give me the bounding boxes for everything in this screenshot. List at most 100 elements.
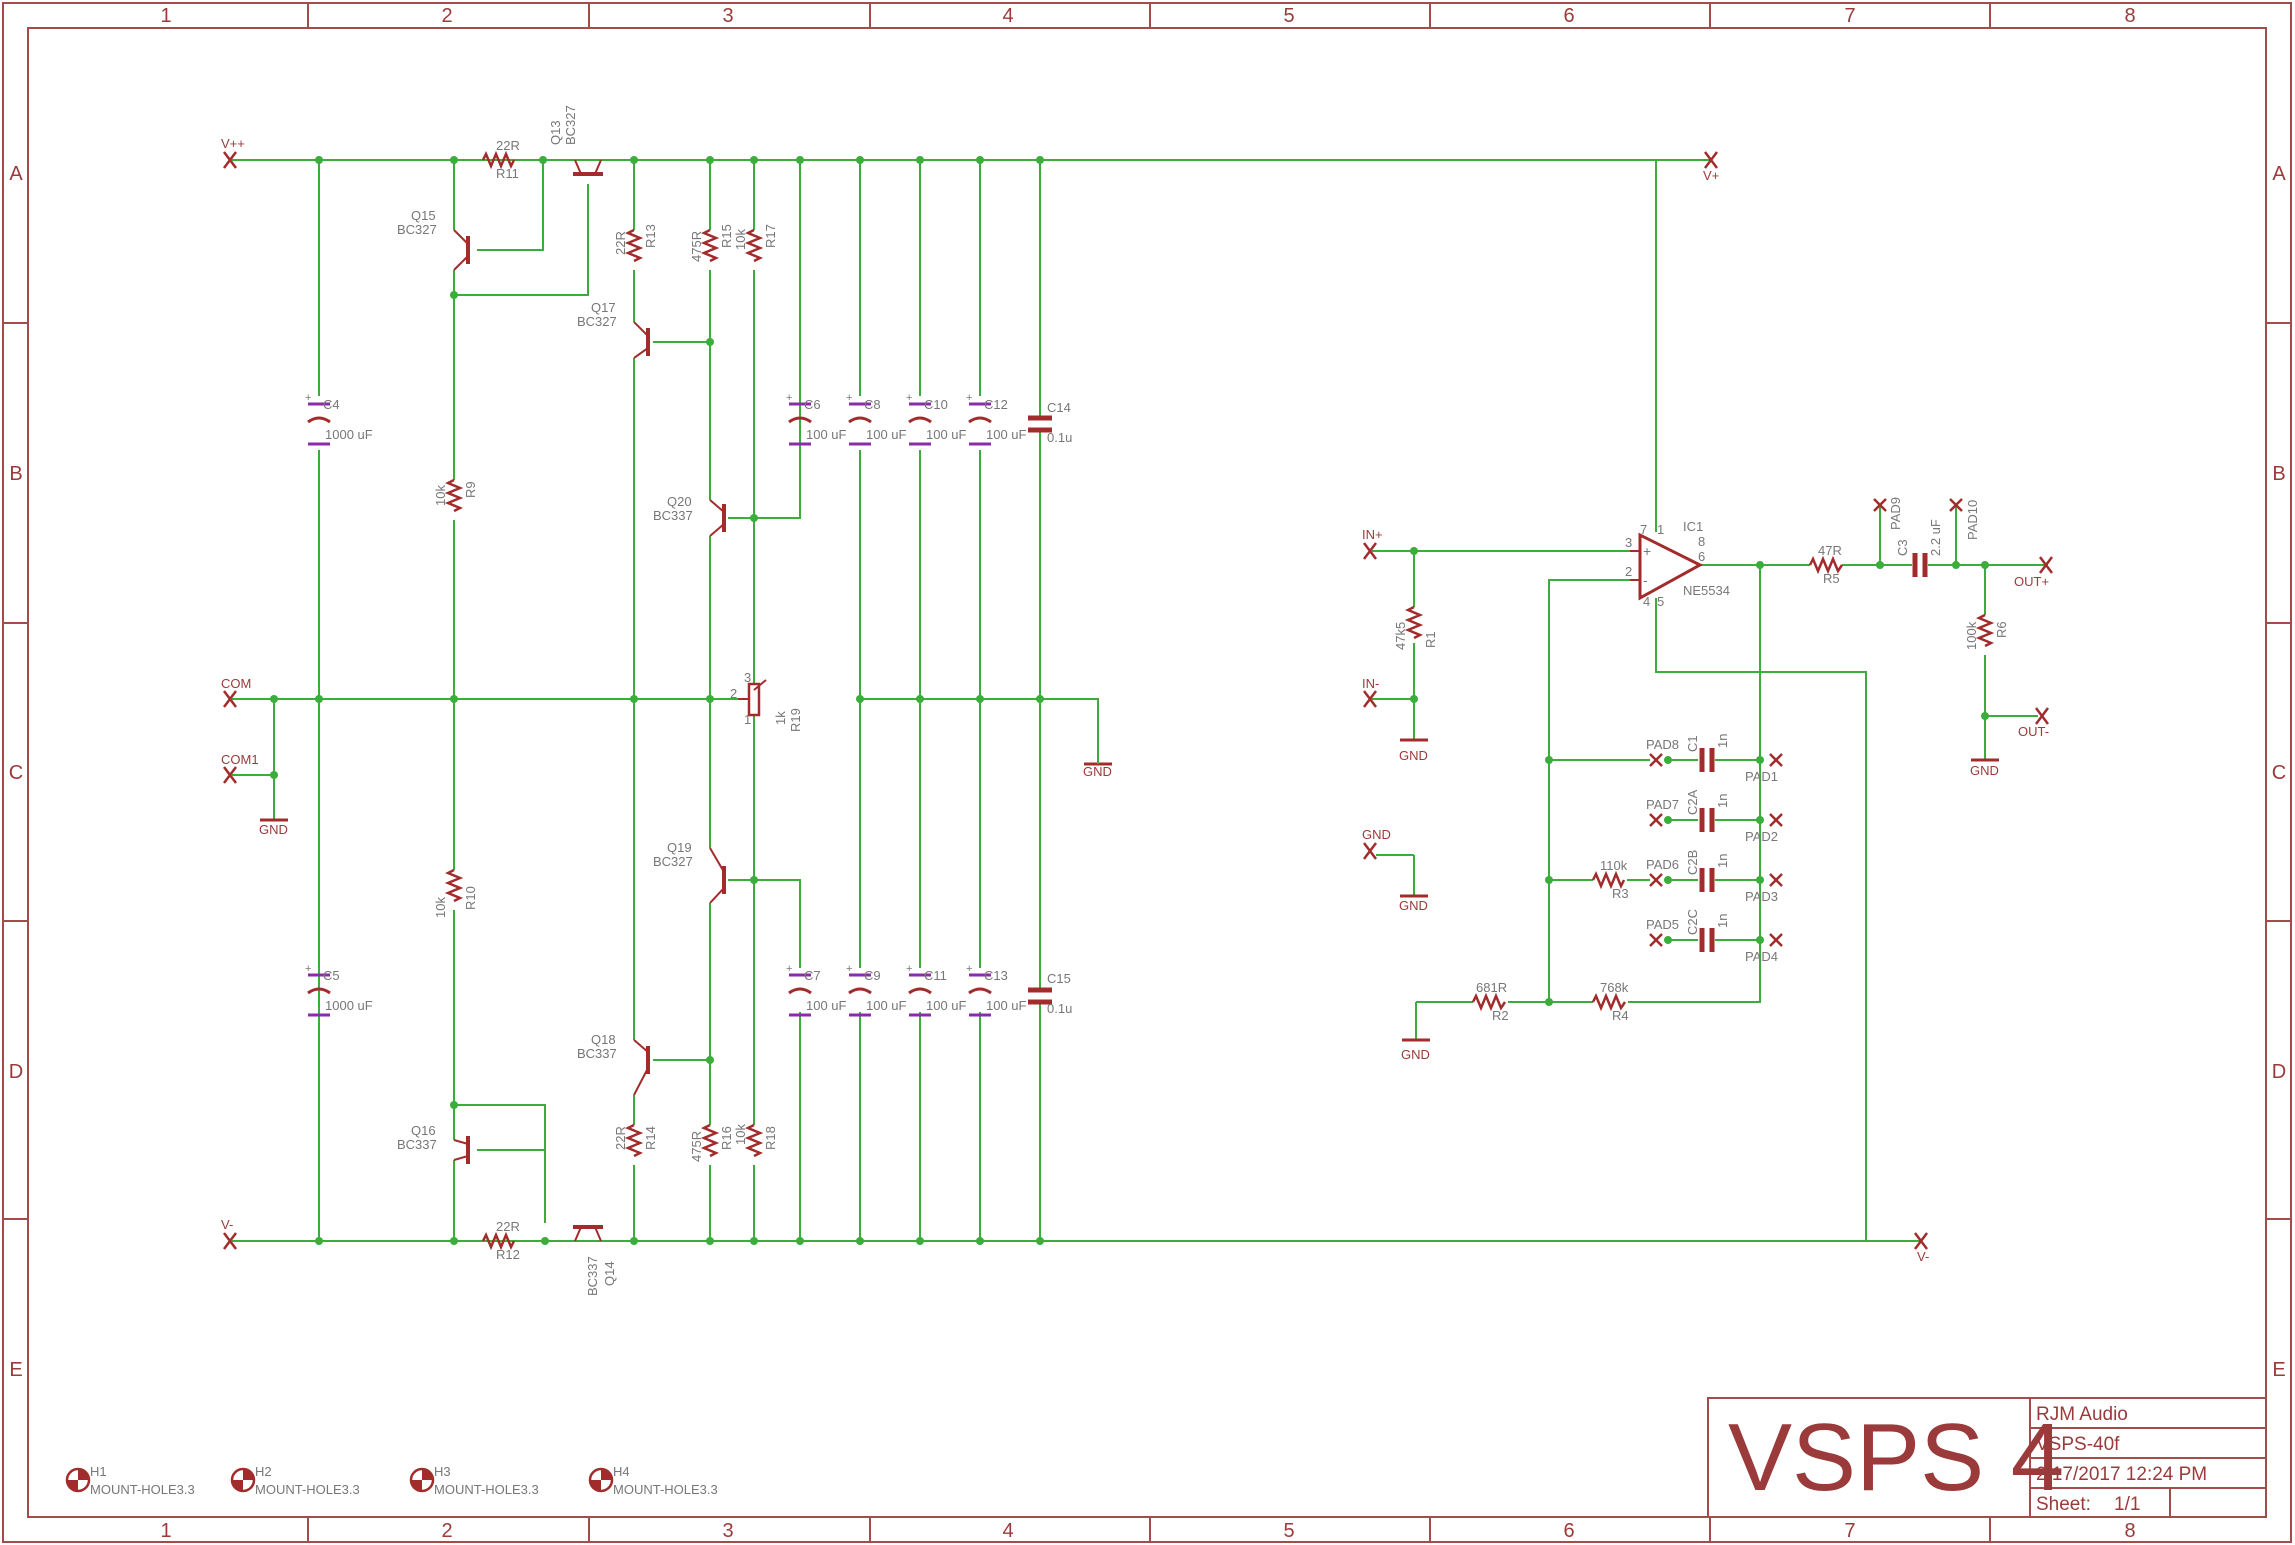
pad10-label: PAD10 xyxy=(1965,500,1980,540)
terminal-com: COM xyxy=(221,676,251,708)
pad6-label: PAD6 xyxy=(1646,857,1679,872)
pad2-label: PAD2 xyxy=(1745,829,1778,844)
r9-ref: R9 xyxy=(463,481,478,498)
r18-value: 10k xyxy=(733,1124,748,1145)
gnd-label-6: GND xyxy=(1970,763,1999,778)
mount-hole-ref: H2 xyxy=(255,1464,272,1479)
zone-col-2-bottom: 2 xyxy=(441,1520,452,1542)
q19-val: BC327 xyxy=(653,854,693,869)
r1-value: 47k5 xyxy=(1393,622,1408,650)
company-text: RJM Audio xyxy=(2036,1404,2128,1425)
mount-hole-value: MOUNT-HOLE3.3 xyxy=(255,1482,360,1497)
gnd-symbol-com1: GND xyxy=(259,818,288,837)
r4-ref: R4 xyxy=(1612,1008,1629,1023)
c8-ref: C8 xyxy=(864,397,881,412)
r14-ref: R14 xyxy=(643,1126,658,1150)
c7-polarity-mark: + xyxy=(786,963,792,975)
capacitor-c2a: C2A 1n xyxy=(1685,789,1730,832)
c5-ref: C5 xyxy=(323,968,340,983)
c2b-val: 1n xyxy=(1715,854,1730,868)
net-label-out-minus: OUT- xyxy=(2018,724,2049,739)
c10-ref: C10 xyxy=(924,397,948,412)
pad8-label: PAD8 xyxy=(1646,737,1679,752)
terminal-com1: COM1 xyxy=(221,752,259,784)
c4-polarity-mark: + xyxy=(305,392,311,404)
zone-row-c: C xyxy=(9,762,23,784)
terminal-in-plus: IN+ xyxy=(1362,527,1383,560)
terminal-vp: V+ xyxy=(1703,151,1719,183)
ic1-pin7: 7 xyxy=(1640,522,1647,537)
gnd-label-1: GND xyxy=(259,822,288,837)
c14-ref: C14 xyxy=(1047,400,1071,415)
c7-val: 100 uF xyxy=(806,998,847,1013)
capacitor-c3: C3 2.2 uF xyxy=(1895,519,1943,577)
ic1-pin3: 3 xyxy=(1625,535,1632,550)
zone-col-1-bottom: 1 xyxy=(160,1520,171,1542)
c9-ref: C9 xyxy=(864,968,881,983)
transistor-q20: Q20 BC337 xyxy=(653,494,726,537)
zone-col-2: 2 xyxy=(441,5,452,27)
terminal-vm-right: V- xyxy=(1914,1232,1929,1264)
c13-val: 100 uF xyxy=(986,998,1027,1013)
capacitor-c15: C15 0.1u xyxy=(1028,971,1072,1016)
pad9-label: PAD9 xyxy=(1888,497,1903,530)
junctions xyxy=(270,156,1989,1245)
transistor-q13: Q13 BC327 xyxy=(548,105,603,176)
c12-polarity-mark: + xyxy=(966,392,972,404)
pad5-label: PAD5 xyxy=(1646,917,1679,932)
zone-col-6: 6 xyxy=(1563,5,1574,27)
part-number-text: VSPS-40f xyxy=(2036,1434,2120,1455)
transistor-q15: Q15 BC327 xyxy=(397,208,470,271)
r16-value: 475R xyxy=(689,1131,704,1162)
terminal-out-minus: OUT- xyxy=(2018,707,2049,739)
zone-col-8-bottom: 8 xyxy=(2124,1520,2135,1542)
mount-holes: H1MOUNT-HOLE3.3H2MOUNT-HOLE3.3H3MOUNT-HO… xyxy=(65,1464,718,1497)
terminal-out-plus: OUT+ xyxy=(2014,556,2053,589)
ic1-pin5: 5 xyxy=(1657,594,1664,609)
ic1-val: NE5534 xyxy=(1683,583,1730,598)
net-label-in-minus: IN- xyxy=(1362,676,1379,691)
opamp-ic1: + - 3 2 7 1 8 6 4 5 IC1 NE5534 xyxy=(1625,519,1730,609)
zone-col-3: 3 xyxy=(722,5,733,27)
c10-polarity-mark: + xyxy=(906,392,912,404)
q17-ref: Q17 xyxy=(591,300,616,315)
zone-row-e: E xyxy=(9,1359,22,1381)
resistor-r13: 22R R13 xyxy=(613,224,658,263)
pad-10: PAD10 xyxy=(1949,498,1980,540)
r9-value: 10k xyxy=(433,485,448,506)
q13-ref: Q13 xyxy=(548,120,563,145)
ic1-pin2: 2 xyxy=(1625,564,1632,579)
net-label-vpp: V++ xyxy=(221,136,245,151)
c8-val: 100 uF xyxy=(866,427,907,442)
c15-ref: C15 xyxy=(1047,971,1071,986)
pad-7: PAD7 xyxy=(1646,797,1679,827)
c6-val: 100 uF xyxy=(806,427,847,442)
q16-ref: Q16 xyxy=(411,1123,436,1138)
mount-hole-value: MOUNT-HOLE3.3 xyxy=(613,1482,718,1497)
transistor-q18: Q18 BC337 xyxy=(577,1032,650,1096)
q14-val: BC337 xyxy=(585,1256,600,1296)
c2c-val: 1n xyxy=(1715,914,1730,928)
gnd-label-4: GND xyxy=(1399,898,1428,913)
resistor-r5: 47R R5 xyxy=(1808,543,1844,586)
c12-ref: C12 xyxy=(984,397,1008,412)
pad-1: PAD1 xyxy=(1745,753,1783,784)
q14-ref: Q14 xyxy=(602,1261,617,1286)
terminal-gnd-in: GND xyxy=(1362,827,1414,860)
r10-ref: R10 xyxy=(463,886,478,910)
resistor-r15: 475R R15 xyxy=(689,224,734,263)
net-label-out-plus: OUT+ xyxy=(2014,574,2049,589)
ic1-pin1: 1 xyxy=(1657,522,1664,537)
zone-row-e-right: E xyxy=(2272,1359,2285,1381)
capacitor-c14: C14 0.1u xyxy=(1028,400,1072,445)
capacitor-c2c: C2C 1n xyxy=(1685,909,1730,952)
pad-4: PAD4 xyxy=(1745,933,1783,964)
r13-ref: R13 xyxy=(643,224,658,248)
r12-ref: R12 xyxy=(496,1247,520,1262)
pad-8: PAD8 xyxy=(1646,737,1679,767)
